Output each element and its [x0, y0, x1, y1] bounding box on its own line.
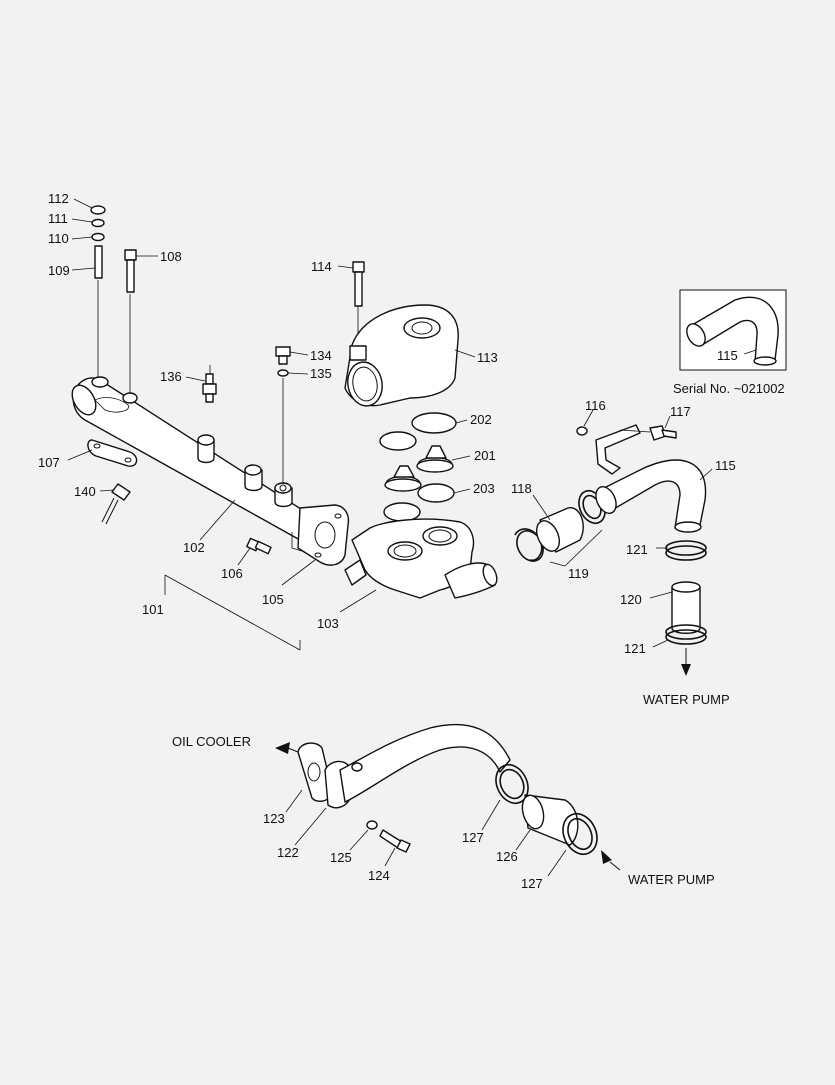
callout-134: 134: [310, 348, 332, 363]
washer-111: [91, 218, 105, 228]
callout-106: 106: [221, 566, 243, 581]
callout-113: 113: [477, 350, 498, 365]
callout-122: 122: [277, 845, 299, 860]
sensor-136: [205, 373, 214, 385]
callout-127-top: 127: [462, 830, 484, 845]
bolt-108-head: [124, 249, 137, 261]
callout-107: 107: [38, 455, 60, 470]
callout-101: 101: [142, 602, 164, 617]
washer-110: [91, 232, 105, 242]
callout-123: 123: [263, 811, 285, 826]
callout-111: 111: [48, 211, 68, 226]
plug-140: [111, 483, 131, 501]
callout-203: 203: [473, 481, 495, 496]
plug-134: [275, 346, 291, 357]
callout-124: 124: [368, 868, 390, 883]
manifold-group: [71, 205, 350, 566]
callout-135: 135: [310, 366, 332, 381]
serial-inset: [679, 289, 787, 371]
callout-136: 136: [160, 369, 182, 384]
gasket-202-left: [379, 431, 417, 451]
callout-114: 114: [311, 259, 332, 274]
hose-group-upper: [514, 489, 606, 567]
nut-112: [90, 205, 106, 215]
bolt-108: [126, 259, 135, 293]
inset-serial-note: Serial No. ~021002: [673, 381, 785, 396]
bolt-117: [661, 429, 677, 439]
callout-118: 118: [511, 481, 532, 496]
callout-125: 125: [330, 850, 352, 865]
clamp-127-top: [495, 763, 529, 805]
label-oil-cooler: OIL COOLER: [172, 734, 251, 749]
clamp-121-bottom: [665, 624, 707, 640]
hose-120: [671, 586, 701, 634]
label-water-pump-top: WATER PUMP: [643, 692, 730, 707]
flange-105: [297, 504, 350, 566]
callout-110: 110: [48, 231, 69, 246]
pipe-group-right: [576, 424, 707, 676]
callout-121-top: 121: [626, 542, 648, 557]
callout-116: 116: [585, 398, 606, 413]
callout-108: 108: [160, 249, 182, 264]
callout-115: 115: [715, 458, 736, 473]
bolt-114-head: [352, 261, 365, 273]
callout-127-bottom: 127: [521, 876, 543, 891]
callout-109: 109: [48, 263, 70, 278]
gasket-202-right: [411, 412, 457, 434]
callout-105: 105: [262, 592, 284, 607]
callout-201: 201: [474, 448, 496, 463]
callout-120: 120: [620, 592, 642, 607]
clamp-127-bottom: [562, 813, 598, 855]
callout-103: 103: [317, 616, 339, 631]
callout-102: 102: [183, 540, 205, 555]
gasket-203-right: [417, 483, 455, 503]
arrow-left-icon: [275, 742, 290, 754]
callout-126: 126: [496, 849, 518, 864]
callout-labels: 112 111 110 109 108 114 134 135 113 136 …: [38, 191, 785, 891]
callout-140: 140: [74, 484, 96, 499]
oil-cooler-group: [275, 723, 621, 871]
inset-callout-115: 115: [717, 348, 738, 363]
pipe-122: [339, 723, 511, 803]
callout-112: 112: [48, 191, 69, 206]
bolt-106: [254, 540, 272, 555]
arrow-down-icon: [681, 664, 691, 676]
washer-125: [366, 820, 378, 830]
arrow-up-left-icon: [601, 850, 612, 864]
gasket-203-left: [383, 502, 421, 522]
callout-117: 117: [670, 404, 691, 419]
callout-121-bottom: 121: [624, 641, 646, 656]
callout-119: 119: [568, 566, 589, 581]
pipe-115: [599, 459, 707, 529]
bracket-116: [595, 424, 641, 475]
thermostat-housing-group: [344, 261, 498, 599]
callout-202: 202: [470, 412, 492, 427]
o-ring-135: [277, 369, 289, 377]
bolt-114: [354, 271, 363, 307]
stud-109: [94, 245, 103, 279]
washer-116: [576, 426, 588, 436]
leader-lines: [67, 198, 757, 877]
label-water-pump-bottom: WATER PUMP: [628, 872, 715, 887]
